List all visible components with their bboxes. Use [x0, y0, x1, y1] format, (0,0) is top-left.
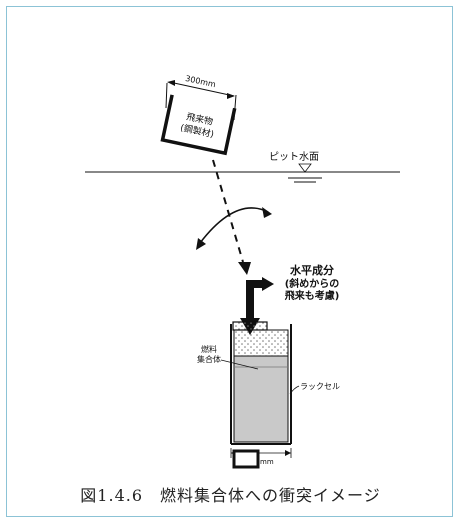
rack-cell-leader: [289, 385, 300, 395]
figure-frame: [6, 6, 453, 517]
dimension-top-label: 300mm: [184, 74, 216, 89]
fuel-assembly-leader: [220, 359, 259, 370]
fuel-assembly-label-1: 燃料: [201, 344, 217, 354]
dimension-bottom-label: mm: [260, 458, 274, 466]
trajectory-arrow: [212, 159, 251, 275]
horizontal-label-3: 飛来も考慮): [284, 289, 340, 302]
projectile: 飛来物 (鋼製材): [160, 94, 237, 156]
water-surface-label: ピット水面: [269, 151, 319, 163]
bottom-dimension: mm: [230, 448, 292, 469]
rack-cell: [230, 321, 292, 445]
water-surface: ピット水面: [85, 151, 400, 183]
rack-cell-label: ラックセル: [300, 382, 340, 391]
figure-caption: 図1.4.6 燃料集合体への衝突イメージ: [80, 486, 381, 505]
redacted-dimension-box: [232, 449, 260, 469]
projectile-dimension: 300mm: [165, 74, 237, 121]
fuel-assembly-label-2: 集合体: [197, 354, 221, 364]
rotation-arrow: [196, 207, 272, 250]
horizontal-label-2: (斜めからの: [285, 277, 340, 290]
horizontal-label-1: 水平成分: [290, 263, 334, 277]
